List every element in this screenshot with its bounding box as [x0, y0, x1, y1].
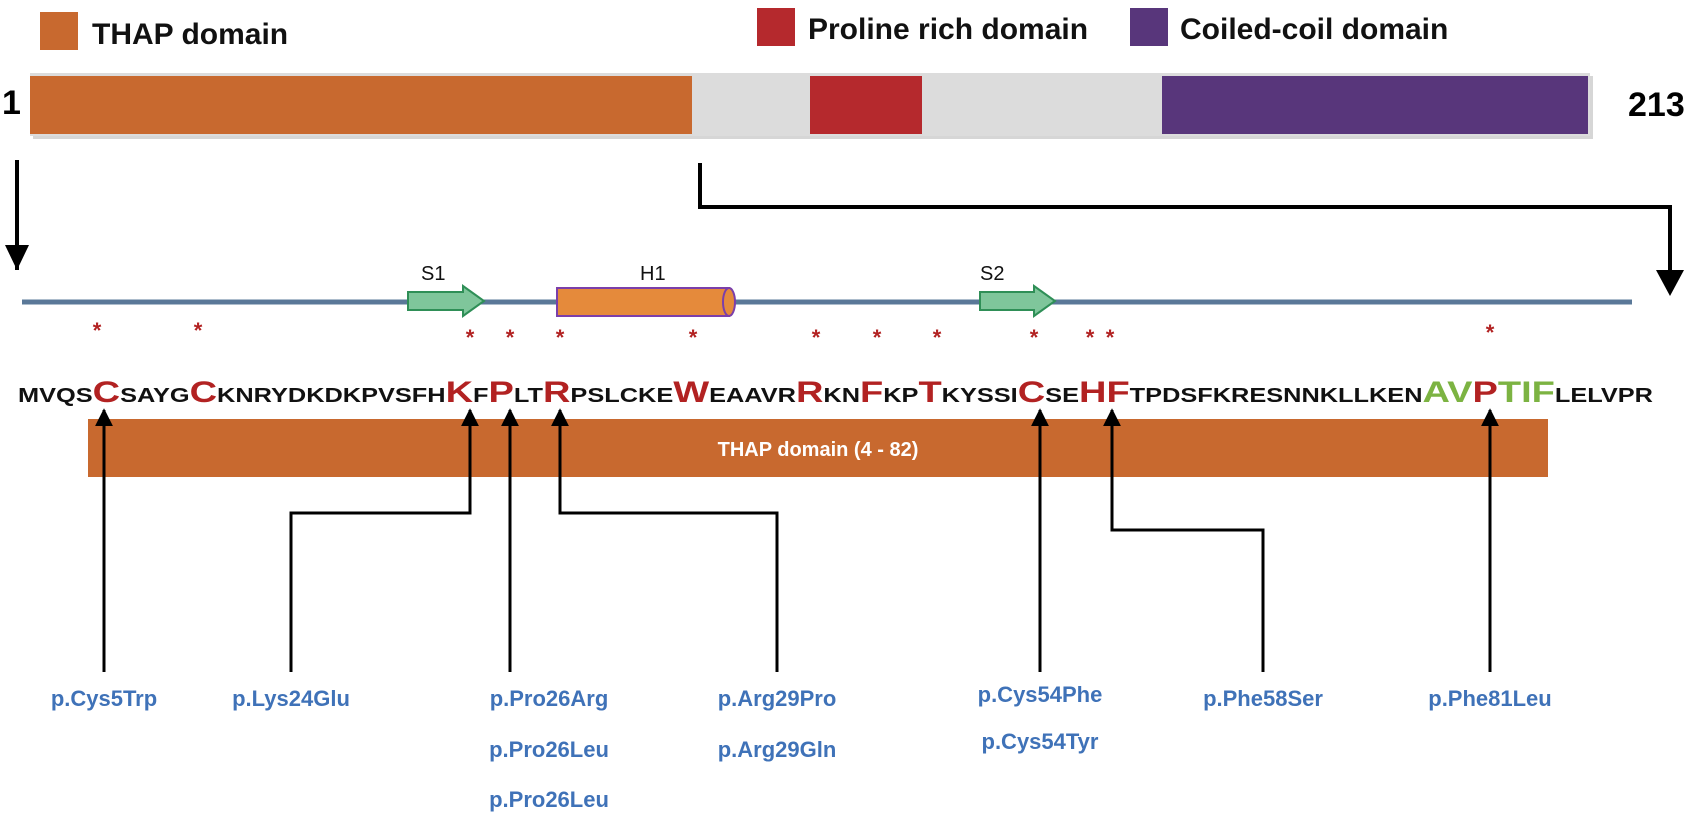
domain-coiled-coil: [1162, 76, 1588, 134]
conserved-marker: *: [689, 325, 698, 350]
conserved-marker: *: [556, 325, 565, 350]
mutation-label: p.Pro26Arg: [490, 686, 609, 711]
highlighted-residue: TIF: [1498, 376, 1555, 409]
highlighted-residue: K: [446, 376, 474, 409]
sequence-segment: LT: [514, 385, 543, 407]
mutation-arrow: [1103, 408, 1265, 672]
conserved-marker: *: [1486, 320, 1495, 345]
highlighted-residue: R: [543, 376, 571, 409]
helix-h1-cap: [722, 287, 736, 317]
sequence-segment: LELVPR: [1555, 385, 1654, 407]
zoom-arrows: [5, 160, 1684, 296]
mutation-label: p.Cys5Trp: [51, 686, 157, 711]
strand-s2-label: S2: [980, 263, 1004, 285]
protein-start-label: 1: [2, 84, 21, 122]
sequence-segment: EAAVR: [709, 385, 797, 407]
conserved-marker: *: [1086, 325, 1095, 350]
mutation-arrow: [289, 408, 479, 672]
highlighted-residue: C: [93, 376, 120, 409]
highlighted-residue: AV: [1423, 376, 1473, 409]
conserved-markers: * * * * * * * * * * * * *: [93, 318, 1495, 350]
zoom-arrow-left-head: [5, 245, 29, 270]
sequence-segment: F: [473, 385, 488, 407]
highlighted-residue: F: [860, 376, 883, 409]
mutation-label: p.Cys54Tyr: [982, 729, 1099, 754]
strand-s1-arrow: [407, 284, 486, 318]
highlighted-residue: R: [796, 376, 824, 409]
sequence-segment: KN: [823, 385, 860, 407]
mutation-arrow: [551, 408, 779, 672]
mutation-label: p.Pro26Leu: [489, 787, 609, 812]
sequence-segment: TPDSFKRESNNKLLKEN: [1130, 385, 1423, 407]
thap-domain-bar: THAP domain (4 - 82): [88, 419, 1548, 477]
conserved-marker: *: [466, 325, 475, 350]
helix-h1-cylinder: [556, 287, 730, 317]
protein-end-label: 213: [1628, 86, 1685, 124]
sequence-segment: PSLCKE: [570, 385, 673, 407]
helix-h1-label: H1: [640, 263, 666, 285]
mutation-label: p.Phe58Ser: [1203, 686, 1323, 711]
domain-proline-rich: [810, 76, 922, 134]
thap-domain-bar-label: THAP domain (4 - 82): [718, 439, 919, 461]
legend-swatch-proline: [757, 8, 795, 46]
strand-s2-arrow: [979, 284, 1057, 318]
sequence-segment: KNRYDKDKPVSFH: [217, 385, 446, 407]
mutation-label: p.Lys24Glu: [232, 686, 350, 711]
conserved-marker: *: [873, 325, 882, 350]
mutation-labels: p.Cys5Trp p.Lys24Glu p.Pro26Arg p.Pro26L…: [51, 682, 1552, 812]
highlighted-residue: T: [918, 376, 941, 409]
conserved-marker: *: [1106, 325, 1115, 350]
thap-domain-bar-rect: [88, 419, 1548, 477]
strand-s1-label: S1: [421, 263, 445, 285]
protein-track: 1 213: [2, 73, 1685, 139]
highlighted-residue: W: [673, 376, 710, 409]
legend-swatch-thap: [40, 12, 78, 50]
highlighted-residue: C: [190, 376, 217, 409]
highlighted-residue: C: [1018, 376, 1045, 409]
highlighted-residue: HF: [1079, 376, 1130, 409]
sequence-segment: KYSSI: [942, 385, 1018, 407]
sequence-segment: SE: [1045, 385, 1079, 407]
mutation-label: p.Pro26Leu: [489, 737, 609, 762]
mutation-label: p.Cys54Phe: [978, 682, 1103, 707]
mutation-label: p.Arg29Gln: [718, 737, 837, 762]
mutation-label: p.Phe81Leu: [1428, 686, 1551, 711]
legend: THAP domain Proline rich domain Coiled-c…: [40, 8, 1448, 51]
sequence-segment: KP: [883, 385, 918, 407]
legend-label-thap: THAP domain: [92, 18, 288, 51]
zoom-arrow-right-head: [1656, 270, 1684, 296]
sequence-segment: SAYG: [120, 385, 189, 407]
domain-thap: [30, 76, 692, 134]
legend-label-proline: Proline rich domain: [808, 13, 1088, 46]
conserved-marker: *: [933, 325, 942, 350]
highlighted-residue: P: [489, 376, 514, 409]
zoom-arrow-right: [698, 163, 1672, 275]
secondary-structure: S1 H1 S2: [22, 263, 1632, 318]
conserved-marker: *: [506, 325, 515, 350]
mutation-arrows: [95, 408, 1499, 672]
conserved-marker: *: [93, 318, 102, 343]
sequence-segment: MVQS: [18, 385, 93, 407]
conserved-marker: *: [194, 318, 203, 343]
mutation-label: p.Arg29Pro: [718, 686, 837, 711]
conserved-marker: *: [812, 325, 821, 350]
conserved-marker: *: [1030, 325, 1039, 350]
legend-label-coiled: Coiled-coil domain: [1180, 13, 1448, 46]
highlighted-residue: P: [1473, 376, 1498, 409]
legend-swatch-coiled: [1130, 8, 1168, 46]
